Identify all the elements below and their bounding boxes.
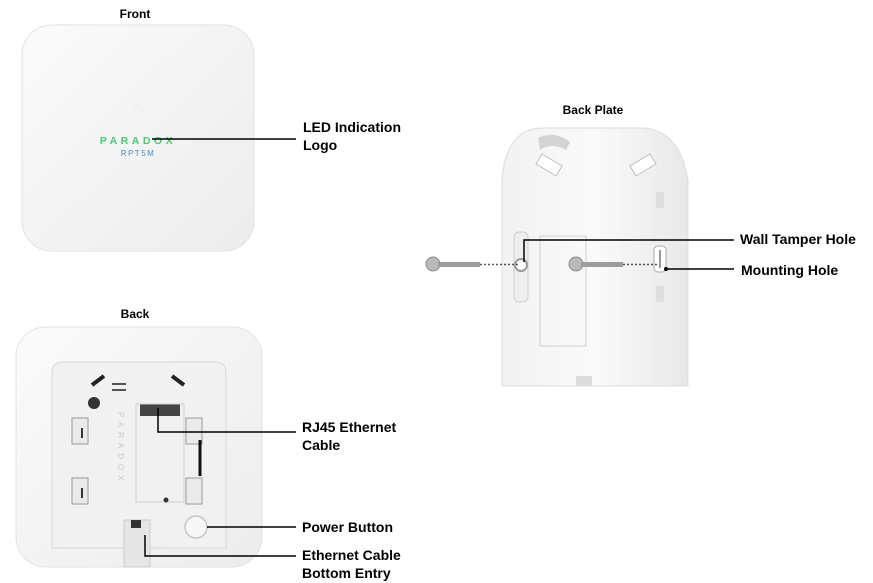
wall-tamper-leader-line <box>523 239 734 262</box>
front-device <box>21 24 255 252</box>
back-side-logo: PARADOX <box>116 412 125 486</box>
back-title: Back <box>120 307 150 321</box>
power-button-callout: Power Button <box>302 519 393 535</box>
rj45-callout: RJ45 Ethernet Cable <box>302 419 397 453</box>
back-device <box>15 326 263 568</box>
back-plate-title: Back Plate <box>562 103 624 117</box>
back-plate <box>501 127 689 387</box>
rj45-leader-line <box>157 408 296 433</box>
ethernet-bottom-entry-callout: Ethernet Cable Bottom Entry <box>302 547 401 581</box>
led-logo-callout: LED Indication Logo <box>303 119 401 153</box>
mounting-leader-dot <box>664 267 668 271</box>
wall-tamper-screw <box>425 256 519 272</box>
mounting-hole-callout: Mounting Hole <box>741 262 839 278</box>
front-title: Front <box>119 7 151 21</box>
wall-tamper-hole-callout: Wall Tamper Hole <box>740 231 856 247</box>
front-logo-text: PARADOX <box>100 135 176 147</box>
ethernet-bottom-leader-line <box>144 535 296 557</box>
mounting-screw <box>568 256 658 272</box>
front-logo-subtext: RPT5M <box>121 149 156 158</box>
